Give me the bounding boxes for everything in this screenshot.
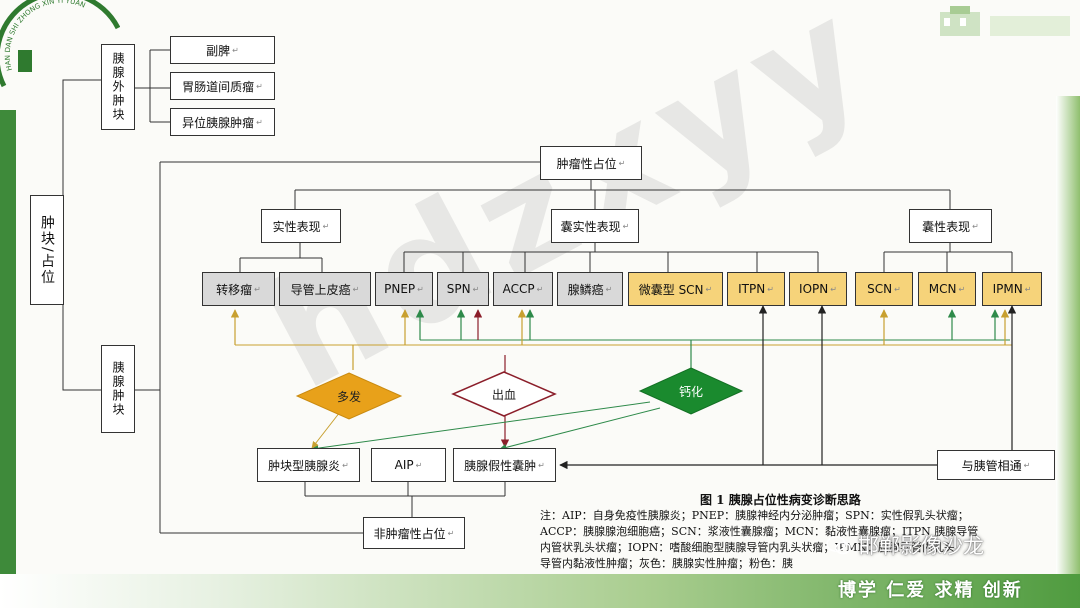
diamond-multiple [295,372,403,420]
connector-cystic-children [883,243,1013,272]
node-mass-forming-pancreatitis: 肿块型胰腺炎↵ [257,448,360,482]
node-accp-label: ACCP [502,282,535,296]
node-extra-pancreatic-label: 胰腺外肿块 [111,52,125,122]
node-aip: AIP↵ [371,448,446,482]
node-duct-connection: 与胰管相通↵ [937,450,1055,480]
node-solid: 实性表现↵ [261,209,341,243]
node-microcystic-scn-label: 微囊型 SCN [638,282,704,297]
node-duct-connection-label: 与胰管相通 [961,458,1022,473]
node-ipmn: IPMN↵ [982,272,1042,306]
diamond-multiple-label: 多发 [336,389,361,404]
brand-watermark: 邯郸影像沙龙 [858,534,984,558]
right-theme-band [1056,96,1080,576]
node-cystic: 囊性表现↵ [909,209,992,243]
node-gist: 胃肠道间质瘤↵ [170,72,275,100]
node-metastasis-label: 转移瘤 [216,282,253,297]
node-adenosquamous-label: 腺鳞癌 [567,282,604,297]
connector-non-neoplastic-children [304,482,506,518]
node-pnep-label: PNEP [384,282,416,296]
node-iopn-label: IOPN [799,282,829,296]
node-root-label: 肿块/占位 [39,214,55,286]
node-pseudocyst: 胰腺假性囊肿↵ [453,448,556,482]
node-mixed-label: 囊实性表现 [560,219,621,234]
node-extra-pancreatic: 胰腺外肿块 [101,44,135,130]
node-iopn: IOPN↵ [789,272,847,306]
node-cystic-label: 囊性表现 [922,219,971,234]
connector-pancreatic-split [135,161,540,534]
caption-line: 注：AIP：自身免疫性胰腺炎；PNEP：胰腺神经内分泌肿瘤；SPN：实性假乳头状… [540,509,969,522]
connector-root-pancreatic [62,305,101,391]
node-mass-forming-pancreatitis-label: 肿块型胰腺炎 [268,458,341,473]
node-ductal-adenocarcinoma: 导管上皮癌↵ [279,272,371,306]
caption-line: 内管状乳头状瘤；IOPN：嗜酸细胞型胰腺导管内乳头状瘤；IPMN：胰腺导管内乳头 [540,541,956,554]
connector-mixed-children [403,243,819,272]
connector-solid-children [239,243,323,272]
node-non-neoplastic-label: 非肿瘤性占位 [373,526,446,541]
node-non-neoplastic: 非肿瘤性占位↵ [363,517,465,549]
node-gist-label: 胃肠道间质瘤 [182,79,255,94]
hospital-logo: HAN DAN SHI ZHONG XIN YI YUAN [0,0,120,88]
diamond-hemorrhage [451,371,557,417]
node-root-mass: 肿块/占位 [30,195,64,305]
node-pnep: PNEP↵ [375,272,433,306]
node-neoplastic: 肿瘤性占位↵ [540,146,642,180]
node-itpn: ITPN↵ [727,272,785,306]
node-accp: ACCP↵ [493,272,553,306]
node-adenosquamous: 腺鳞癌↵ [557,272,623,306]
building-emblem-icon [940,6,1070,36]
node-pseudocyst-label: 胰腺假性囊肿 [464,458,537,473]
node-pancreatic-mass: 胰腺肿块 [101,345,135,433]
connector-root-extra [62,79,101,195]
node-scn: SCN↵ [855,272,913,306]
wechat-icon [826,536,851,555]
node-scn-label: SCN [867,282,893,296]
node-microcystic-scn: 微囊型 SCN↵ [628,272,723,306]
node-accessory-spleen-label: 副脾 [206,43,231,58]
connector-extra-children [135,49,170,123]
node-accessory-spleen: 副脾↵ [170,36,275,64]
node-metastasis: 转移瘤↵ [202,272,275,306]
caption-line: ACCP：胰腺腺泡细胞癌；SCN：浆液性囊腺瘤；MCN：黏液性囊腺瘤；ITPN … [540,525,979,538]
diamond-hemorrhage-label: 出血 [491,387,516,402]
bottom-theme-band [0,574,1080,608]
node-ipmn-label: IPMN [992,282,1023,296]
figure-caption-title: 图 1 胰腺占位性病变诊断思路 [700,493,861,507]
node-spn: SPN↵ [437,272,489,306]
node-spn-label: SPN [446,282,471,296]
connector-neoplastic-categories [294,180,951,209]
node-ductal-adenocarcinoma-label: 导管上皮癌 [290,282,351,297]
node-mcn: MCN↵ [918,272,976,306]
left-theme-band [0,110,16,608]
node-ectopic-pancreas-tumor-label: 异位胰腺肿瘤 [182,115,255,130]
hospital-slogan: 博学 仁爱 求精 创新 [838,580,1023,601]
node-pancreatic-mass-label: 胰腺肿块 [111,361,125,417]
node-ectopic-pancreas-tumor: 异位胰腺肿瘤↵ [170,108,275,136]
node-itpn-label: ITPN [738,282,766,296]
diamond-calcification [638,367,744,415]
node-mixed: 囊实性表现↵ [551,209,639,243]
figure-caption: 图 1 胰腺占位性病变诊断思路 注：AIP：自身免疫性胰腺炎；PNEP：胰腺神经… [540,492,1045,572]
diamond-calcification-label: 钙化 [678,384,703,399]
node-mcn-label: MCN [928,282,957,296]
caption-line: 导管内黏液性肿瘤；灰色：胰腺实性肿瘤；粉色：胰 [540,557,793,570]
node-neoplastic-label: 肿瘤性占位 [556,156,617,171]
node-solid-label: 实性表现 [272,219,321,234]
node-aip-label: AIP [394,458,414,472]
